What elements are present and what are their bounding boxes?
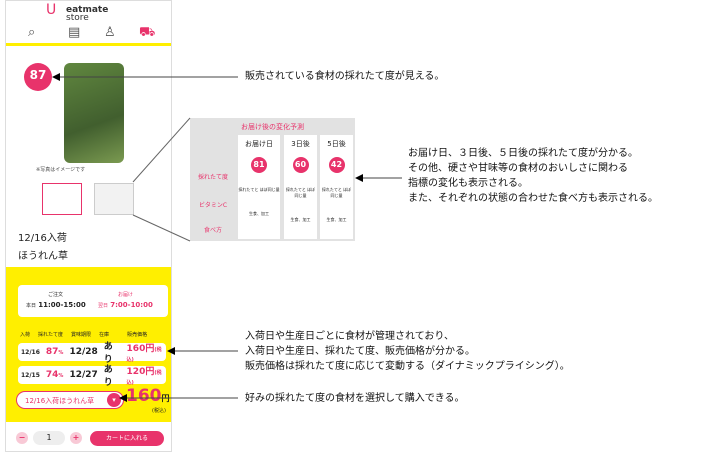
usage-text: 生食、加工 [249,211,269,216]
arrival-date: 12/16入荷 [18,233,67,244]
search-icon[interactable]: ⌕ [28,25,36,40]
price: 160円 [126,343,155,354]
header: 賞味期限 [71,332,92,338]
col-header: 5日後 [327,140,346,148]
row-label: ビタミンC [193,196,233,216]
header: 販売価格 [127,332,148,338]
arrival: 12/15 [21,371,40,379]
popup-title: お届け後の変化予測 [241,123,304,131]
product-name: ほうれん草 [18,251,68,262]
annotation-line: 入荷日や生産日、採れたて度、販売価格が分かる。 [245,346,475,357]
expiry: 12/27 [69,370,98,380]
delivery-card: ご注文 本日 11:00-15:00 お届け 翌日 7:00-10:00 [18,285,168,317]
user-icon[interactable]: ♙ [104,25,116,40]
percent: % [58,350,64,356]
score-badge: 60 [292,157,309,173]
table-row[interactable]: 12/16 87% 12/28 あり 160円(税込) [18,342,166,365]
annotation-line: また、それぞれの状態の合わせた食べ方も表示される。 [408,193,658,204]
header: 在庫 [99,332,110,338]
col-header: お届け日 [245,140,273,148]
forecast-col: 3日後 60 採れたてと ほぼ同じ量 生食、加工 [284,135,317,239]
logo-icon: ᑌ [46,2,57,18]
order-day: 本日 [26,303,37,309]
percent: % [58,373,64,379]
annotation-forecast: お届け日、３日後、５日後の採れたて度が分かる。 その他、硬さや甘味等の食材のおい… [408,146,658,206]
delivery-label: お届け [118,292,134,298]
annotation-line: お届け日、３日後、５日後の採れたて度が分かる。 [408,148,638,159]
product-select[interactable]: 12/16入荷ほうれん草 ▾ [16,391,124,409]
image-note: ※写真はイメージです [36,167,86,173]
header: 入荷 [20,332,31,338]
score-badge: 42 [328,157,345,173]
document-icon[interactable]: ▤ [68,25,81,40]
freshness: 74 [45,370,59,380]
forecast-popup: お届け後の変化予測 採れたて度 ビタミンC 食べ方 お届け日 81 採れたてと … [190,118,355,241]
annotation-line: 販売価格は採れたて度に応じて変動する（ダイナミックプライシング）。 [245,361,570,372]
cart-icon[interactable]: ⛟ [139,25,156,40]
price-value: 160 [126,386,162,406]
tax: (税込) [126,346,162,363]
freshness: 87 [45,347,59,357]
table-headers: 入荷 採れたて度 賞味期限 在庫 販売価格 [20,331,147,338]
row-label: 採れたて度 [193,168,233,188]
select-value: 12/16入荷ほうれん草 [25,397,95,405]
tax: (税込) [126,369,162,386]
annotation-line: 入荷日や生産日ごとに食材が管理されており、 [245,331,454,342]
delivery-time: 7:00-10:00 [110,301,153,309]
usage-text: 生食、加工 [290,217,311,222]
arrival: 12/16 [21,348,40,356]
forecast-col: 5日後 42 採れたてと ほぼ同じ量 生食、加工 [320,135,353,239]
header: 採れたて度 [38,332,64,338]
product-image [64,63,124,163]
col-header: 3日後 [291,140,310,148]
add-to-cart-button[interactable]: カートに入れる [90,431,164,446]
freshness-badge: 87 [24,63,52,91]
quantity-plus-button[interactable]: + [70,432,82,444]
annotation-line: 指標の変化も表示される。 [408,178,528,189]
annotation-freshness: 販売されている食材の採れたて度が見える。 [245,71,445,82]
vitamin-text: 採れたてと ほぼ同じ量 [285,187,316,198]
vitamin-text: 採れたてと ほぼ同じ量 [321,187,352,198]
vitamin-text: 採れたてと ほぼ同じ量 [238,187,280,192]
forecast-col: お届け日 81 採れたてと ほぼ同じ量 生食、加工 [238,135,280,239]
score-badge: 81 [251,157,267,173]
order-label: ご注文 [48,292,64,298]
stock: あり [103,365,113,388]
annotation-select: 好みの採れたて度の食材を選択して購入できる。 [245,393,465,404]
delivery-day: 翌日 [98,303,109,309]
table-row[interactable]: 12/15 74% 12/27 あり 120円(税込) [18,365,166,388]
usage-text: 生食、加工 [326,217,347,222]
order-time: 11:00-15:00 [38,301,86,309]
tax-note: (税込) [152,408,166,414]
annotation-line: その他、硬さや甘味等の食材のおいしさに関わる [408,163,628,174]
annotation-table: 入荷日や生産日ごとに食材が管理されており、 入荷日や生産日、採れたて度、販売価格… [245,329,570,374]
expiry: 12/28 [69,347,98,357]
thumbnail-photo[interactable] [42,183,82,215]
thumbnail-forecast[interactable] [94,183,134,215]
header-divider [6,43,171,46]
price: 120円 [126,366,155,377]
quantity-input[interactable]: 1 [33,431,65,445]
row-label: 食べ方 [193,221,233,241]
quantity-minus-button[interactable]: − [16,432,28,444]
stock: あり [103,342,113,365]
chevron-down-icon: ▾ [107,393,121,407]
